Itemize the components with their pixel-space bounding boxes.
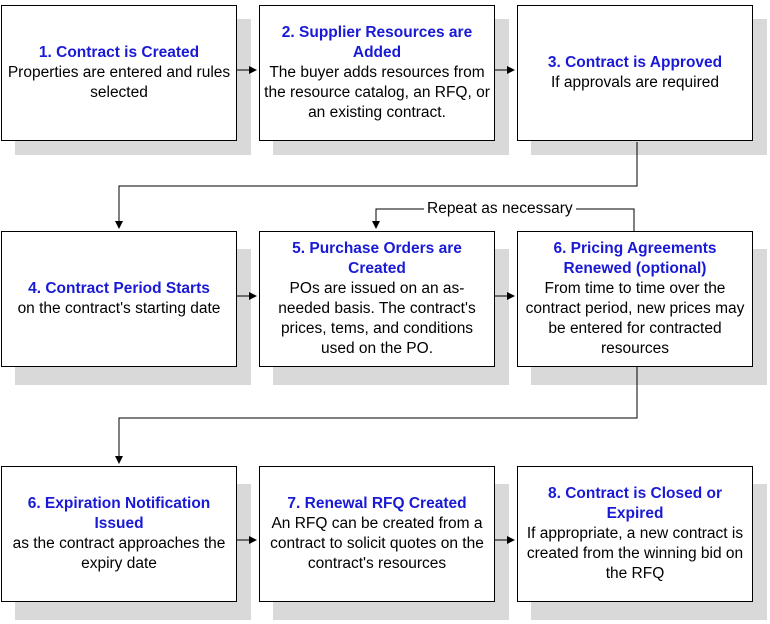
step-description: The buyer adds resources from the resour… [264, 64, 490, 121]
step-description: If approvals are required [550, 74, 719, 91]
step-box-4: 4. Contract Period Starts on the contrac… [1, 231, 237, 367]
step-title: 6. Expiration Notification Issued [27, 495, 211, 532]
step-title: 5. Purchase Orders are Created [292, 240, 462, 277]
step-description: From time to time over the contract peri… [525, 280, 745, 357]
step-title: 3. Contract is Approved [547, 54, 723, 71]
loop-label: Repeat as necessary [424, 200, 576, 218]
step-title: 8. Contract is Closed or Expired [548, 485, 722, 522]
step-box-5: 5. Purchase Orders are Created POs are i… [259, 231, 495, 367]
step-description: on the contract's starting date [17, 300, 221, 317]
step-description: as the contract approaches the expiry da… [12, 535, 226, 572]
step-description: Properties are entered and rules selecte… [7, 64, 231, 101]
step-description: POs are issued on an as-needed basis. Th… [278, 280, 476, 357]
step-description: If appropriate, a new contract is create… [526, 525, 744, 582]
step-description: An RFQ can be created from a contract to… [270, 515, 484, 572]
step-box-8: 7. Renewal RFQ Created An RFQ can be cre… [259, 466, 495, 602]
step-box-1: 1. Contract is Created Properties are en… [1, 5, 237, 141]
step-box-7: 6. Expiration Notification Issued as the… [1, 466, 237, 602]
step-title: 6. Pricing Agreements Renewed (optional) [553, 240, 717, 277]
step-title: 4. Contract Period Starts [28, 280, 210, 297]
step-box-6: 6. Pricing Agreements Renewed (optional)… [517, 231, 753, 367]
step-title: 7. Renewal RFQ Created [287, 495, 467, 512]
step-box-2: 2. Supplier Resources are Added The buye… [259, 5, 495, 141]
step-box-3: 3. Contract is Approved If approvals are… [517, 5, 753, 141]
step-box-9: 8. Contract is Closed or Expired If appr… [517, 466, 753, 602]
step-title: 1. Contract is Created [38, 44, 200, 61]
step-title: 2. Supplier Resources are Added [281, 24, 473, 61]
